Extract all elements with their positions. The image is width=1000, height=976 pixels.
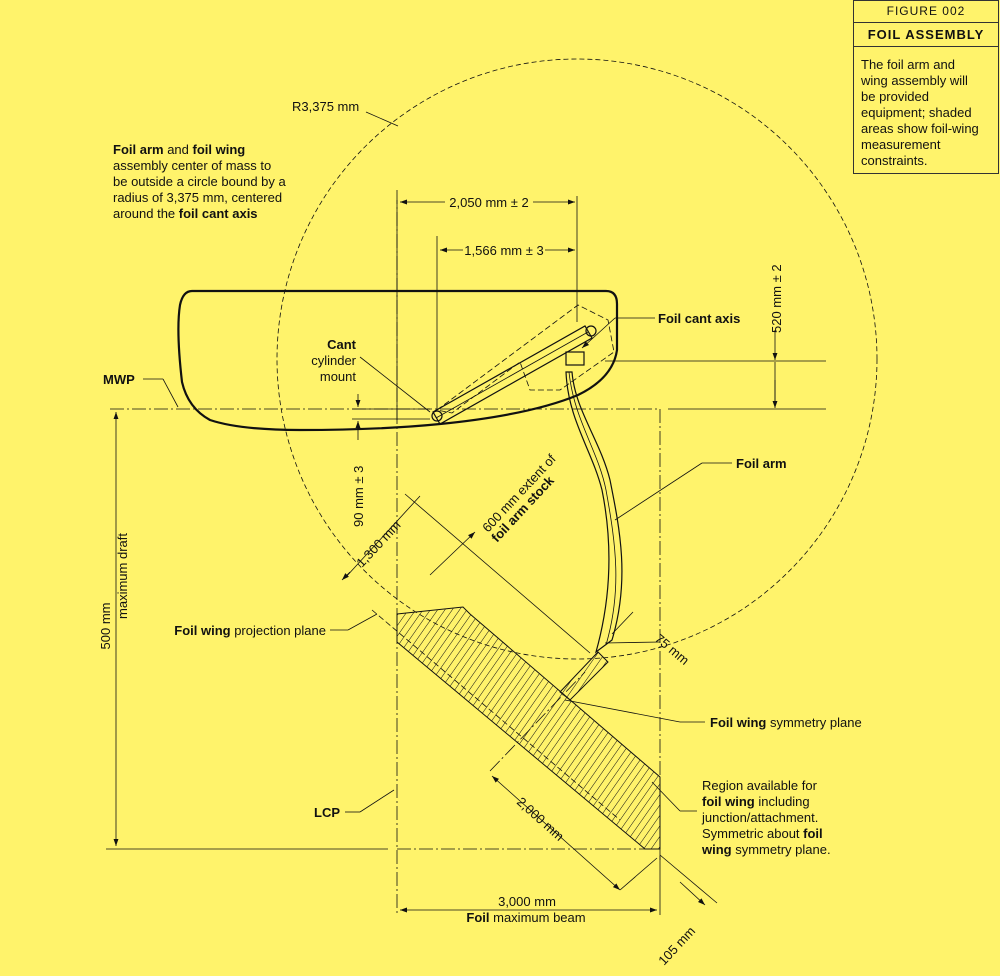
mwp-label: MWP — [103, 372, 135, 387]
dim-1300-line — [344, 495, 421, 579]
dim-105-line — [659, 854, 718, 904]
dim-3000-subtext: Foil maximum beam — [466, 910, 585, 925]
dim-2000-ext — [619, 857, 658, 891]
extent-ext-line-top — [404, 493, 591, 654]
cylinder-label: cylinder — [311, 353, 356, 368]
cant-axis-block — [565, 351, 585, 366]
dim-1566-text: 1,566 mm ± 3 — [464, 243, 543, 258]
leader-cant-axis — [581, 317, 616, 349]
extent-arrow — [429, 531, 476, 576]
figure-title: FOIL ASSEMBLY — [854, 23, 998, 47]
figure-number: FIGURE 002 — [854, 1, 998, 23]
foil-arm-label: Foil arm — [736, 456, 787, 471]
foil-cant-axis-label: Foil cant axis — [658, 311, 740, 326]
cant-label: Cant — [327, 337, 357, 352]
leader-foil-arm — [614, 462, 703, 521]
hull-outline — [177, 289, 619, 432]
dim-75-text: 75 mm — [652, 631, 692, 668]
figure-description: The foil arm and wing assembly will be p… — [861, 57, 979, 168]
foil-arm-inner-line — [568, 371, 617, 646]
lcp-label: LCP — [314, 805, 340, 820]
projection-plane-label: Foil wing projection plane — [174, 623, 326, 638]
dim-105-arrow — [679, 881, 706, 906]
com-note-line-4: radius of 3,375 mm, centered — [113, 190, 282, 205]
region-note-line-3: junction/attachment. — [701, 810, 818, 825]
symmetry-plane-label: Foil wing symmetry plane — [710, 715, 862, 730]
cant-cylinder-pin — [431, 410, 443, 422]
foil-arm-lower-stub — [559, 651, 609, 701]
com-exclusion-circle — [276, 58, 878, 660]
dim-105-text: 105 mm — [655, 923, 698, 968]
foil-arm-rod-center — [435, 331, 589, 419]
dim-1300-arrow — [341, 571, 351, 581]
leader-region — [651, 781, 681, 812]
dim-75-tick — [611, 611, 634, 635]
region-note-line-2: foil wing including — [702, 794, 810, 809]
dim-2050-text: 2,050 mm ± 2 — [449, 195, 528, 210]
leader-radius — [365, 111, 399, 127]
dim-520-text: 520 mm ± 2 — [769, 264, 784, 333]
region-note-line-1: Region available for — [702, 778, 818, 793]
leader-symmetry — [564, 699, 681, 723]
region-note-line-5: wing symmetry plane. — [701, 842, 831, 857]
dim-500-subtext: maximum draft — [115, 533, 130, 619]
dim-500-text: 500 mm — [98, 603, 113, 650]
region-note-line-4: Symmetric about foil — [702, 826, 823, 841]
dim-2000-text: 2,000 mm — [514, 794, 567, 844]
com-note-line-3: be outside a circle bound by a — [113, 174, 286, 189]
dim-2000-line — [491, 775, 621, 891]
foil-arm-curve — [565, 371, 623, 654]
com-note-line-2: assembly center of mass to — [113, 158, 271, 173]
dim-90-text: 90 mm ± 3 — [351, 466, 366, 527]
cant-axis-pin — [585, 325, 597, 337]
leader-cant — [359, 356, 431, 413]
mount-label: mount — [320, 369, 357, 384]
figure-caption-box: FIGURE 002 FOIL ASSEMBLY The foil arm an… — [853, 0, 999, 174]
dim-75-line — [604, 641, 661, 644]
leader-projection — [347, 613, 378, 631]
com-note-line-5: around the foil cant axis — [113, 206, 258, 221]
dim-3000-text: 3,000 mm — [498, 894, 556, 909]
com-note-line-1: Foil arm and foil wing — [113, 142, 245, 157]
radius-label: R3,375 mm — [292, 99, 359, 114]
leader-mwp — [162, 378, 179, 408]
leader-lcp — [359, 789, 395, 813]
foil-arm-rod — [432, 325, 593, 425]
